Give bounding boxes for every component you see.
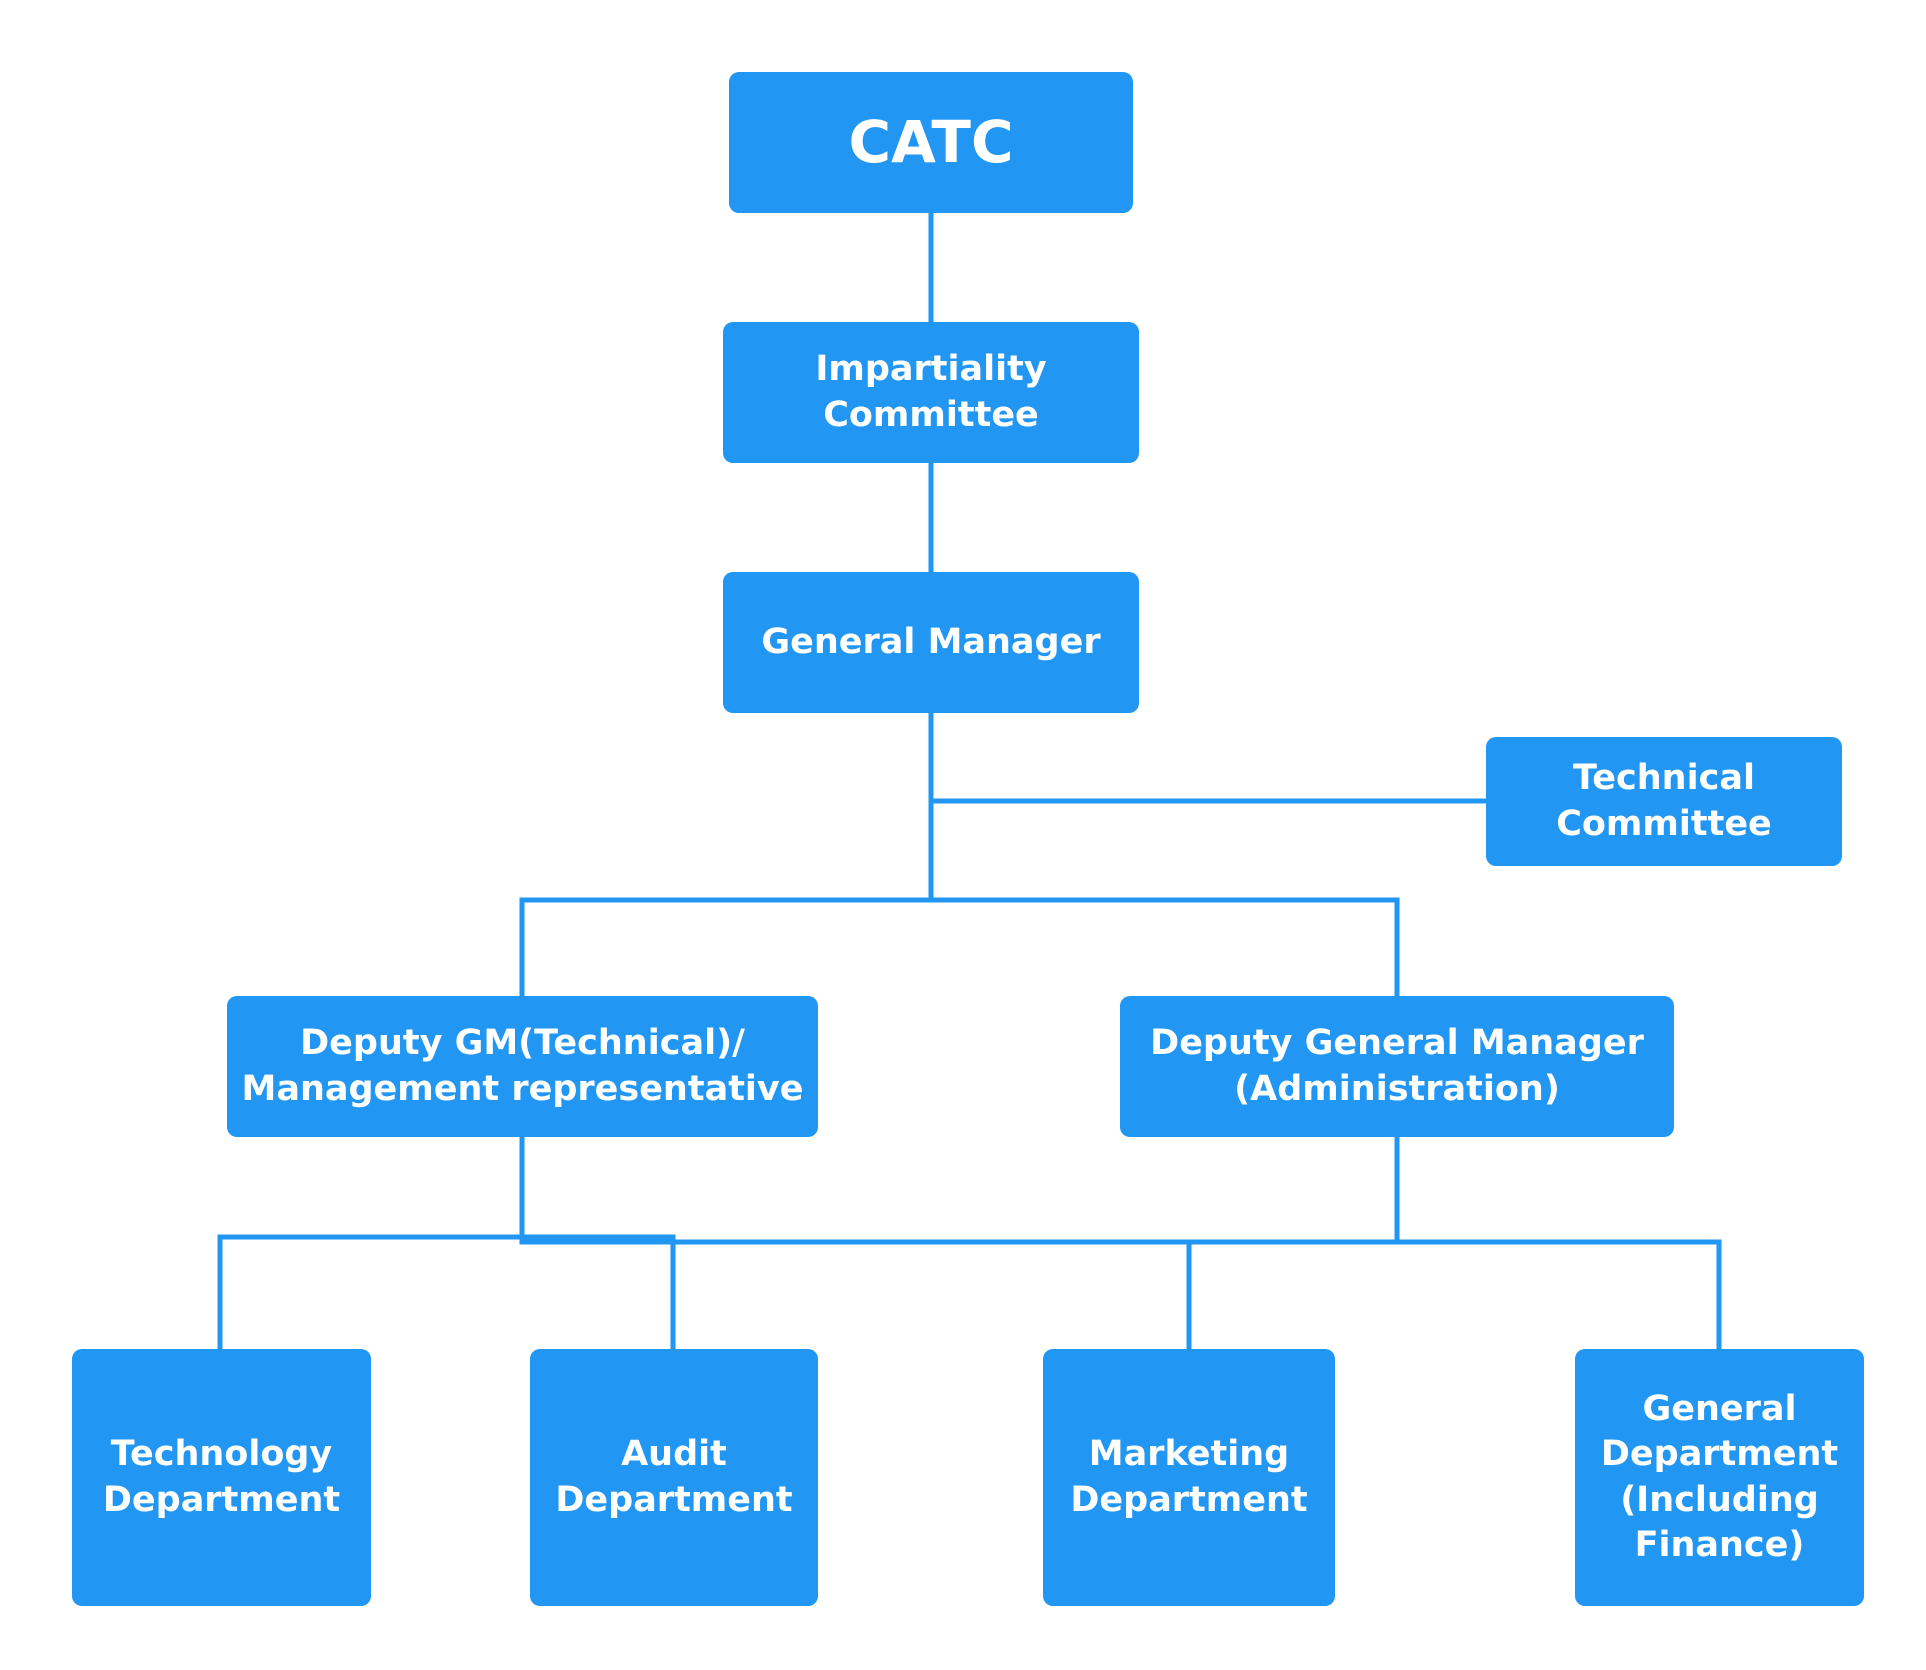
node-general-manager: General Manager — [723, 572, 1139, 713]
node-impartiality-committee-label: Impartiality Committee — [815, 349, 1047, 435]
node-marketing-department: Marketing Department — [1043, 1349, 1335, 1606]
node-general-department-label: General Department (Including Finance) — [1600, 1388, 1839, 1566]
node-audit-department-label: Audit Department — [555, 1434, 793, 1520]
node-audit-department: Audit Department — [530, 1349, 818, 1606]
node-deputy-gm-technical: Deputy GM(Technical)/ Management represe… — [227, 996, 818, 1137]
node-technology-department-label: Technology Department — [102, 1434, 341, 1520]
node-impartiality-committee: Impartiality Committee — [723, 322, 1139, 463]
node-technology-department: Technology Department — [72, 1349, 371, 1606]
node-deputy-gm-technical-label: Deputy GM(Technical)/ Management represe… — [241, 1023, 804, 1109]
node-deputy-gm-administration-label: Deputy General Manager (Administration) — [1150, 1023, 1644, 1109]
node-catc: CATC — [729, 72, 1133, 213]
node-deputy-gm-administration: Deputy General Manager (Administration) — [1120, 996, 1674, 1137]
node-catc-label: CATC — [848, 107, 1014, 176]
node-technical-committee-label: Technical Committee — [1556, 758, 1772, 844]
node-marketing-department-label: Marketing Department — [1070, 1434, 1308, 1520]
node-general-department: General Department (Including Finance) — [1575, 1349, 1864, 1606]
node-general-manager-label: General Manager — [761, 621, 1101, 662]
node-technical-committee: Technical Committee — [1486, 737, 1842, 866]
